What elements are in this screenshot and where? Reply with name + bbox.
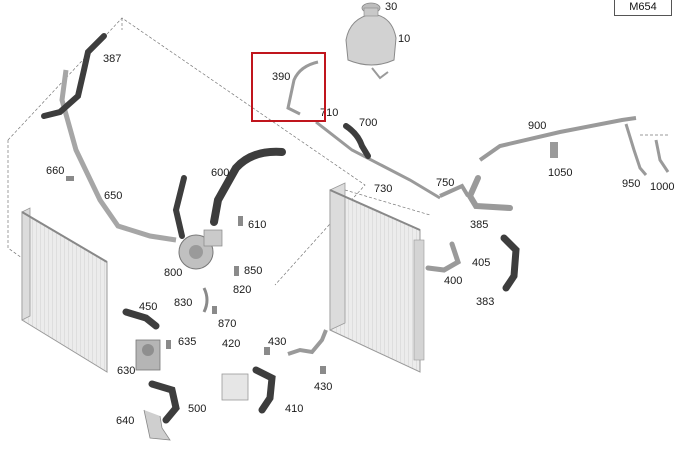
label-383: 383 bbox=[476, 296, 494, 308]
label-1050: 1050 bbox=[548, 167, 572, 179]
right-radiator bbox=[329, 182, 425, 373]
label-820: 820 bbox=[233, 284, 251, 296]
label-420: 420 bbox=[222, 338, 240, 350]
label-950: 950 bbox=[622, 178, 640, 190]
pipe-900 bbox=[478, 116, 637, 162]
pipe-1000 bbox=[654, 139, 670, 173]
model-code-badge: M654 bbox=[614, 0, 672, 16]
label-850: 850 bbox=[244, 265, 262, 277]
highlight-box-390 bbox=[251, 52, 326, 122]
label-600: 600 bbox=[211, 167, 229, 179]
label-10: 10 bbox=[398, 33, 410, 45]
clip-830 bbox=[202, 287, 209, 313]
bracket-1050 bbox=[550, 142, 558, 158]
pump-800 bbox=[178, 229, 223, 270]
hose-500 bbox=[148, 380, 180, 424]
hose-600 bbox=[210, 147, 286, 226]
label-610: 610 bbox=[248, 219, 266, 231]
pipe-to-pump bbox=[172, 175, 187, 239]
hose-383 bbox=[500, 234, 520, 292]
label-387: 387 bbox=[103, 53, 121, 65]
label-830: 830 bbox=[174, 297, 192, 309]
label-650: 650 bbox=[104, 190, 122, 202]
label-500: 500 bbox=[188, 403, 206, 415]
label-660: 660 bbox=[46, 165, 64, 177]
hose-410 bbox=[252, 366, 276, 414]
label-730: 730 bbox=[374, 183, 392, 195]
label-1000: 1000 bbox=[650, 181, 674, 193]
label-630: 630 bbox=[117, 365, 135, 377]
pipe-410-alt bbox=[287, 329, 328, 356]
label-640: 640 bbox=[116, 415, 134, 427]
label-400: 400 bbox=[444, 275, 462, 287]
label-385: 385 bbox=[470, 219, 488, 231]
label-405: 405 bbox=[472, 257, 490, 269]
label-450: 450 bbox=[139, 301, 157, 313]
bolts bbox=[66, 176, 326, 374]
hose-750 bbox=[439, 183, 470, 198]
label-700: 700 bbox=[359, 117, 377, 129]
label-900: 900 bbox=[528, 120, 546, 132]
expansion-tank bbox=[345, 2, 397, 80]
block-420 bbox=[221, 373, 249, 401]
pipe-650 bbox=[59, 69, 177, 243]
hose-385 bbox=[466, 175, 513, 211]
hose-700 bbox=[343, 123, 371, 159]
label-430-b: 430 bbox=[314, 381, 332, 393]
label-870: 870 bbox=[218, 318, 236, 330]
label-800: 800 bbox=[164, 267, 182, 279]
left-radiator bbox=[21, 207, 108, 373]
valve-630 bbox=[135, 339, 161, 371]
hose-390 bbox=[286, 60, 319, 116]
label-30: 30 bbox=[385, 1, 397, 13]
label-750: 750 bbox=[436, 177, 454, 189]
label-635: 635 bbox=[178, 336, 196, 348]
hose-387 bbox=[41, 33, 107, 119]
label-390: 390 bbox=[272, 71, 290, 83]
hose-450 bbox=[122, 308, 160, 330]
pipe-730 bbox=[315, 120, 441, 200]
pipe-950 bbox=[624, 123, 648, 176]
label-430-a: 430 bbox=[268, 336, 286, 348]
bracket-640 bbox=[143, 409, 171, 441]
hose-400 bbox=[425, 241, 462, 273]
label-410: 410 bbox=[285, 403, 303, 415]
assembly-outline bbox=[7, 17, 668, 286]
